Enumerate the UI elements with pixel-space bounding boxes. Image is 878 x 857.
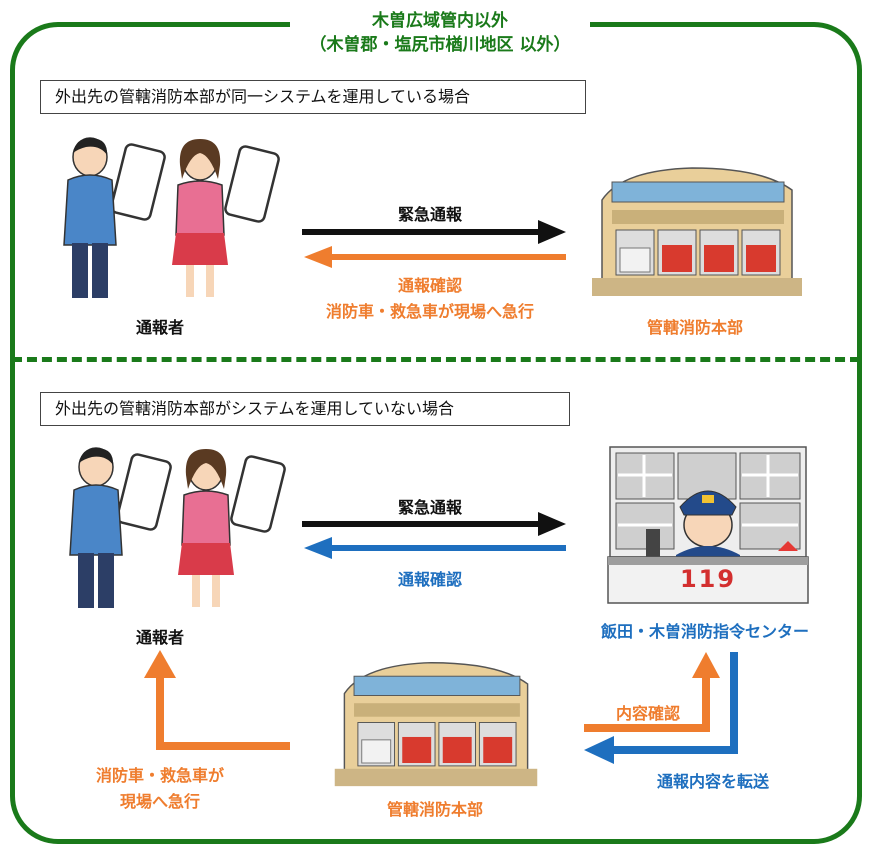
fire-station-illustration-top <box>592 167 802 296</box>
woman-figure <box>178 449 234 607</box>
smartphone-icon <box>230 455 286 533</box>
emergency-call-label-bottom: 緊急通報 <box>397 498 462 517</box>
confirm-label-bottom: 通報確認 <box>397 570 462 589</box>
smartphone-icon <box>224 145 280 223</box>
title-line-1: 木曽広域管内以外 <box>372 11 508 31</box>
arrow-dispatch-up <box>144 650 290 750</box>
section-divider <box>12 357 860 362</box>
fire-station-illustration-bottom <box>334 661 538 787</box>
dispatch-center-illustration <box>607 446 809 604</box>
callers-illustration-bottom <box>69 447 286 608</box>
arrow-confirm-up <box>584 652 720 732</box>
callers-illustration-top <box>63 137 280 298</box>
arrow-forward-down <box>584 652 738 764</box>
scenario-bottom-box: 外出先の管轄消防本部がシステムを運用していない場合 <box>40 392 570 426</box>
confirm-label-top: 通報確認 <box>397 276 462 295</box>
center-sign-119: 119 <box>679 565 737 593</box>
smartphone-icon <box>110 143 166 221</box>
dispatch-label-top: 消防車・救急車が現場へ急行 <box>325 302 534 321</box>
title-mask <box>290 4 590 56</box>
station-label-bottom: 管轄消防本部 <box>386 800 483 819</box>
man-figure <box>63 137 117 298</box>
caller-label-top: 通報者 <box>135 318 184 337</box>
content-confirm-label: 内容確認 <box>615 704 680 723</box>
emergency-call-label-top: 緊急通報 <box>397 205 462 224</box>
man-figure <box>69 447 123 608</box>
dispatch-center-label: 飯田・木曽消防指令センター <box>600 622 809 641</box>
station-label-top: 管轄消防本部 <box>646 318 743 337</box>
woman-figure <box>172 139 228 297</box>
caller-label-bottom: 通報者 <box>135 628 184 647</box>
arrow-left-bottom <box>304 537 566 559</box>
arrow-right-top <box>302 220 566 244</box>
arrow-right-bottom <box>302 512 566 536</box>
arrow-left-top <box>304 246 566 268</box>
smartphone-icon <box>116 453 172 531</box>
dispatch-label-bottom-1: 消防車・救急車が <box>95 766 224 785</box>
forward-content-label: 通報内容を転送 <box>656 772 769 791</box>
dispatch-label-bottom-2: 現場へ急行 <box>119 792 200 811</box>
title-line-2: （木曽郡・塩尻市楢川地区 以外） <box>309 35 571 55</box>
scenario-top-box: 外出先の管轄消防本部が同一システムを運用している場合 <box>40 80 586 114</box>
